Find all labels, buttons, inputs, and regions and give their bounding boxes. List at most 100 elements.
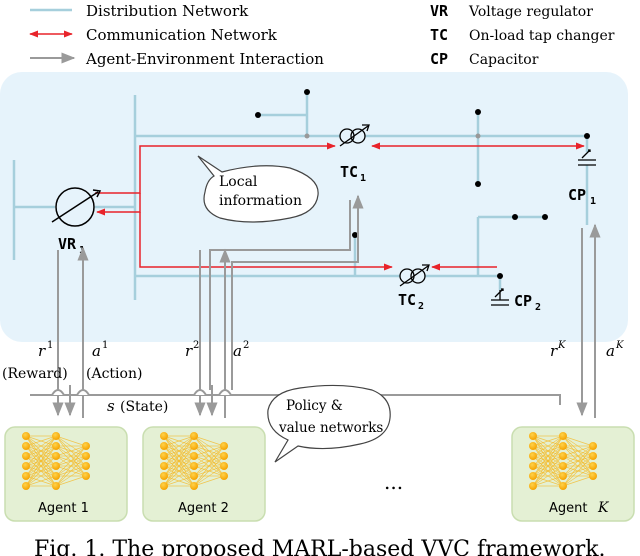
tc2-label: TC <box>398 291 416 309</box>
communication-network <box>95 142 585 271</box>
signal-a2: a <box>233 342 242 360</box>
nn-node <box>22 472 30 480</box>
tc2-subscript: 2 <box>418 301 424 312</box>
cp2-subscript: 2 <box>535 302 541 313</box>
nn-node <box>589 472 597 480</box>
nn-edge <box>193 465 225 487</box>
nn-edge <box>55 455 87 487</box>
nn-edge <box>163 435 195 447</box>
nn-node <box>52 432 60 440</box>
local-information-callout <box>197 155 319 223</box>
tc1-symbol <box>339 124 370 147</box>
nn-edge <box>532 465 564 487</box>
nn-edge <box>193 445 225 487</box>
nn-edge <box>25 435 57 457</box>
nn-edge <box>55 465 87 487</box>
nn-edge <box>55 445 87 467</box>
nn-node <box>559 452 567 460</box>
nn-edge <box>532 435 564 447</box>
nn-node <box>52 482 60 490</box>
interaction-lines <box>30 194 601 418</box>
agents-ellipsis: ... <box>384 470 403 494</box>
nn-node <box>529 462 537 470</box>
nn-node <box>22 462 30 470</box>
nn-node <box>190 452 198 460</box>
state-label: (State) <box>120 399 168 415</box>
nn-node <box>160 432 168 440</box>
nn-node <box>589 462 597 470</box>
nn-node <box>160 462 168 470</box>
nn-node <box>190 462 198 470</box>
signal-aK: a <box>606 342 615 360</box>
nn-node <box>82 472 90 480</box>
action-label: (Action) <box>86 366 142 382</box>
nn-edge <box>25 435 57 487</box>
nn-edge <box>562 445 594 457</box>
tc1-label: TC <box>340 163 358 181</box>
nn-node <box>559 462 567 470</box>
nn-node <box>220 452 228 460</box>
signal-a2-sup: 2 <box>243 340 249 351</box>
nn-edge <box>55 445 87 477</box>
agent-k-label-var: K <box>597 500 610 516</box>
nn-edge <box>562 475 594 487</box>
environment-region <box>0 72 628 342</box>
signal-r2-sup: 2 <box>193 340 199 351</box>
legend-communication-label: Communication Network <box>86 26 278 44</box>
legend-tc-desc: On-load tap changer <box>469 28 615 44</box>
state-symbol: s <box>107 397 115 415</box>
nn-node <box>82 442 90 450</box>
nn-edge <box>163 475 195 487</box>
nn-node <box>160 472 168 480</box>
nn-edge <box>25 445 57 487</box>
nn-node <box>52 462 60 470</box>
nn-edge <box>25 475 57 487</box>
nn-edge <box>193 455 225 487</box>
signal-r1: r <box>38 342 46 360</box>
cp1-subscript: 1 <box>590 196 596 207</box>
nn-node <box>220 462 228 470</box>
signal-r2: r <box>185 342 193 360</box>
nn-edge <box>163 445 195 487</box>
nn-node <box>559 472 567 480</box>
nn-node <box>220 472 228 480</box>
nn-node <box>160 482 168 490</box>
nn-edge <box>163 435 195 467</box>
nn-edge <box>193 435 225 447</box>
vr1-symbol <box>51 187 102 227</box>
legend-vr-desc: Voltage regulator <box>468 4 593 20</box>
policy-value-line1: Policy & <box>286 398 343 414</box>
legend-cp-desc: Capacitor <box>469 52 539 68</box>
legend: Distribution Network Communication Netwo… <box>29 2 615 68</box>
nn-edge <box>163 435 195 487</box>
nn-node <box>52 472 60 480</box>
nn-node <box>190 432 198 440</box>
signal-rK: r <box>550 342 558 360</box>
nn-node <box>160 452 168 460</box>
legend-distribution-label: Distribution Network <box>86 2 249 20</box>
nn-node <box>220 442 228 450</box>
tc1-subscript: 1 <box>360 173 366 184</box>
nn-edge <box>193 445 225 477</box>
nn-node <box>529 442 537 450</box>
legend-tc-code: TC <box>430 26 448 44</box>
signal-a1: a <box>92 342 101 360</box>
nn-node <box>52 442 60 450</box>
nn-node <box>82 462 90 470</box>
nn-node <box>82 452 90 460</box>
state-line-hops <box>51 389 232 396</box>
signal-r1-sup: 1 <box>47 340 53 351</box>
nn-node <box>559 442 567 450</box>
nn-node <box>22 452 30 460</box>
nn-node <box>529 432 537 440</box>
nn-node <box>22 432 30 440</box>
nn-node <box>22 482 30 490</box>
signal-rK-sup: K <box>557 340 566 351</box>
nn-edge <box>55 475 87 487</box>
nn-edge <box>25 465 57 487</box>
nn-edge <box>193 475 225 487</box>
nn-node <box>529 472 537 480</box>
nn-edge <box>532 435 564 457</box>
nn-edge <box>25 455 57 487</box>
nn-edge <box>25 435 57 447</box>
